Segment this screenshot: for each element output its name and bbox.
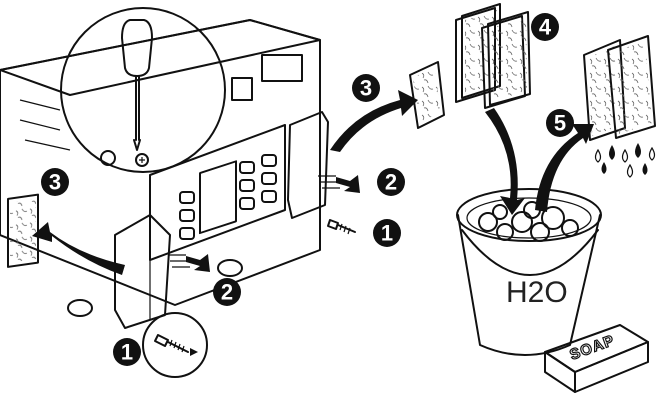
step-badge-3-top: 3: [352, 74, 380, 102]
svg-text:3: 3: [360, 76, 372, 101]
svg-text:1: 1: [121, 340, 133, 365]
svg-text:4: 4: [539, 15, 552, 40]
step-badge-1-right: 1: [373, 219, 401, 247]
right-screw: [328, 220, 355, 234]
water-bucket: H2O: [457, 189, 601, 355]
machine-body: [0, 20, 320, 316]
arrow-into-bucket: [485, 108, 525, 215]
wet-filter-pads: [584, 36, 655, 177]
knob-icon: [101, 151, 115, 165]
bucket-h2o-label: H2O: [506, 276, 568, 309]
right-side-cover: [288, 112, 328, 218]
top-filter-pad: [410, 62, 444, 128]
pull-arrow-left: [168, 254, 210, 272]
left-filter-pad: [8, 195, 38, 267]
double-filter-pads: [456, 4, 530, 108]
step-badge-5: 5: [546, 109, 574, 137]
step-badge-2-right: 2: [377, 168, 405, 196]
step-badge-1-bottom: 1: [113, 338, 141, 366]
screw-magnifier: [143, 313, 207, 377]
svg-text:5: 5: [554, 111, 566, 136]
pull-arrow-right: [318, 175, 360, 193]
soap-label: SOAP: [568, 332, 618, 364]
panel-buttons: [180, 155, 276, 239]
step-badge-2-bottom: 2: [213, 278, 241, 306]
step-badge-4: 4: [531, 13, 559, 41]
screwdriver-icon: [122, 20, 152, 76]
svg-text:3: 3: [49, 170, 61, 195]
soap-bar: SOAP: [545, 325, 648, 392]
water-drops: [596, 143, 655, 177]
svg-text:1: 1: [381, 221, 393, 246]
screwdriver-magnifier: [61, 8, 225, 172]
svg-text:2: 2: [385, 170, 397, 195]
step-badge-3-left: 3: [41, 168, 69, 196]
svg-text:2: 2: [221, 280, 233, 305]
left-side-cover: [115, 215, 170, 328]
